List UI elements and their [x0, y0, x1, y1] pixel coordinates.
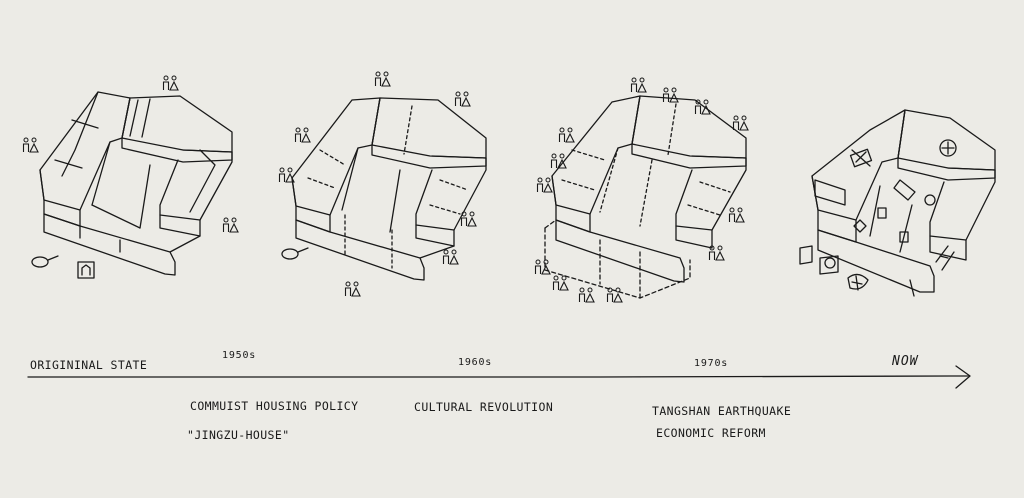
- pan-icon: [31, 255, 59, 268]
- timeline-arrowhead: [955, 365, 971, 389]
- family-icon: [344, 281, 361, 297]
- family-icon: [728, 207, 745, 223]
- timeline-start-label: ORIGININAL STATE: [30, 358, 148, 372]
- courtyard-stage-original: [39, 91, 233, 276]
- courtyard-stage-1950s: [291, 97, 487, 281]
- pan-icon-2: [281, 247, 309, 260]
- family-icon: [460, 211, 477, 227]
- family-icon: [222, 217, 239, 233]
- event-jingzu-house: "JINGZU-HOUSE": [187, 428, 290, 442]
- courtyard-stage-1960s: [544, 95, 747, 299]
- family-icon: [708, 245, 725, 261]
- timeline-end-label: NOW: [892, 354, 919, 369]
- family-icon: [374, 71, 391, 87]
- family-icon: [278, 167, 295, 183]
- timeline-year-1960s: 1960s: [458, 357, 493, 368]
- event-economic-reform: ECONOMIC REFORM: [656, 426, 766, 440]
- family-icon: [694, 99, 711, 115]
- family-icon: [662, 87, 679, 103]
- timeline-axis: [27, 375, 969, 378]
- family-icon: [162, 75, 179, 91]
- family-icon: [534, 259, 551, 275]
- family-icon: [550, 153, 567, 169]
- family-icon: [630, 77, 647, 93]
- family-house-sign-icon: [77, 261, 95, 279]
- family-icon: [578, 287, 595, 303]
- family-icon: [536, 177, 553, 193]
- event-housing-policy: COMMUIST HOUSING POLICY: [190, 399, 359, 413]
- family-icon: [22, 137, 39, 153]
- family-icon: [552, 275, 569, 291]
- family-icon: [294, 127, 311, 143]
- family-icon: [558, 127, 575, 143]
- timeline-year-1950s: 1950s: [222, 350, 257, 361]
- family-icon: [442, 249, 459, 265]
- family-icons: [22, 71, 749, 303]
- family-icon: [606, 287, 623, 303]
- timeline-year-1970s: 1970s: [694, 358, 729, 369]
- courtyard-stage-now: [799, 109, 996, 297]
- family-icon: [454, 91, 471, 107]
- event-cultural-revolution: CULTURAL REVOLUTION: [414, 400, 554, 414]
- family-icon: [732, 115, 749, 131]
- event-tangshan-earthquake: TANGSHAN EARTHQUAKE: [652, 404, 792, 418]
